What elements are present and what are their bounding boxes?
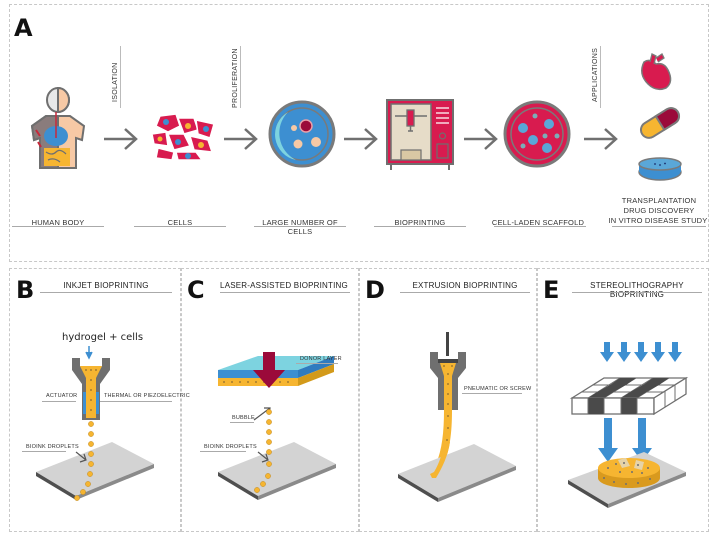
panel-c-letter: C bbox=[187, 276, 205, 304]
arrow-icon bbox=[344, 128, 378, 150]
application-drug-discovery: DRUG DISCOVERY bbox=[623, 206, 695, 215]
laser-arrow-icon bbox=[253, 352, 285, 388]
caption-underline bbox=[494, 226, 586, 227]
extrusion-nozzle bbox=[430, 332, 466, 478]
panel-a-letter: A bbox=[14, 14, 33, 42]
caption-underline bbox=[12, 226, 104, 227]
dmd-mask-grid bbox=[569, 376, 689, 416]
caption-underline bbox=[254, 226, 346, 227]
application-transplantation: TRANSPLANTATION bbox=[621, 196, 697, 205]
scaffold-icon bbox=[503, 100, 571, 168]
uv-light-arrows-icon bbox=[600, 342, 682, 362]
title-underline bbox=[400, 292, 530, 293]
step-label-bioprinting: BIOPRINTING bbox=[394, 218, 446, 227]
print-plate bbox=[218, 442, 336, 500]
panel-e bbox=[537, 268, 709, 532]
extruded-strand bbox=[430, 442, 450, 478]
panel-b bbox=[9, 268, 181, 532]
panel-c bbox=[181, 268, 359, 532]
title-underline bbox=[572, 292, 702, 293]
print-plate bbox=[36, 442, 154, 500]
pneumatic-screw-label: PNEUMATIC OR SCREW bbox=[464, 386, 532, 392]
arrow-icon bbox=[584, 128, 618, 150]
heart-icon bbox=[641, 53, 672, 91]
panel-c-title: LASER-ASSISTED BIOPRINTING bbox=[220, 281, 348, 290]
applications-label: APPLICATIONS bbox=[592, 47, 599, 102]
inkjet-nozzle bbox=[72, 346, 110, 420]
label-underline bbox=[296, 363, 338, 364]
application-in-vitro: IN VITRO DISEASE STUDY bbox=[608, 216, 708, 225]
caption-underline bbox=[134, 226, 226, 227]
panel-d bbox=[359, 268, 537, 532]
label-underline bbox=[462, 393, 522, 394]
proliferation-label: PROLIFERATION bbox=[232, 48, 239, 108]
bioink-droplets-label: BIOINK DROPLETS bbox=[204, 444, 257, 450]
step-label-scaffold: CELL-LADEN SCAFFOLD bbox=[491, 218, 585, 227]
projection-arrows-icon bbox=[598, 418, 652, 462]
caption-underline bbox=[612, 226, 706, 227]
print-plate bbox=[398, 444, 516, 502]
bioprinter-icon bbox=[386, 99, 454, 170]
panel-b-title: INKJET BIOPRINTING bbox=[63, 281, 149, 290]
panel-d-letter: D bbox=[365, 276, 385, 304]
step-label-large-number: LARGE NUMBER OF CELLS bbox=[262, 218, 338, 236]
bioink-droplets bbox=[74, 421, 94, 501]
printed-construct bbox=[598, 458, 660, 488]
human-body-icon bbox=[30, 86, 86, 169]
label-underline bbox=[200, 451, 246, 452]
panel-b-letter: B bbox=[16, 276, 35, 304]
step-label-cells: CELLS bbox=[167, 218, 193, 227]
isolation-label: ISOLATION bbox=[112, 62, 119, 102]
panel-d-title: EXTRUSION BIOPRINTING bbox=[412, 281, 518, 290]
panel-e-letter: E bbox=[543, 276, 560, 304]
label-underline bbox=[100, 401, 172, 402]
thermal-piezo-label: THERMAL OR PIEZOELECTRIC bbox=[104, 393, 190, 399]
panel-e-title: STEREOLITHOGRAPHY BIOPRINTING bbox=[590, 281, 684, 299]
arrow-icon bbox=[104, 128, 138, 150]
donor-layer-label: DONOR LAYER bbox=[300, 356, 342, 362]
label-underline bbox=[230, 422, 254, 423]
step-label-human-body: HUMAN BODY bbox=[31, 218, 85, 227]
applications-line bbox=[600, 46, 601, 108]
pill-capsule-icon bbox=[639, 107, 681, 139]
hydrogel-cells-label: hydrogel + cells bbox=[62, 332, 144, 343]
cells-icon bbox=[151, 113, 215, 161]
bioink-droplets bbox=[254, 409, 272, 493]
arrow-icon bbox=[464, 128, 498, 150]
bubble-label: BUBBLE bbox=[232, 415, 255, 421]
label-underline bbox=[22, 451, 66, 452]
petri-dish-icon bbox=[268, 100, 336, 168]
proliferation-line bbox=[240, 46, 241, 108]
title-underline bbox=[220, 292, 350, 293]
actuator-label: ACTUATOR bbox=[46, 393, 78, 399]
isolation-line bbox=[120, 46, 121, 108]
caption-underline bbox=[374, 226, 466, 227]
bioink-droplets-label: BIOINK DROPLETS bbox=[26, 444, 79, 450]
title-underline bbox=[40, 292, 172, 293]
panel-a bbox=[9, 4, 709, 262]
culture-dish-icon bbox=[638, 157, 682, 181]
label-underline bbox=[42, 401, 76, 402]
arrow-icon bbox=[224, 128, 258, 150]
